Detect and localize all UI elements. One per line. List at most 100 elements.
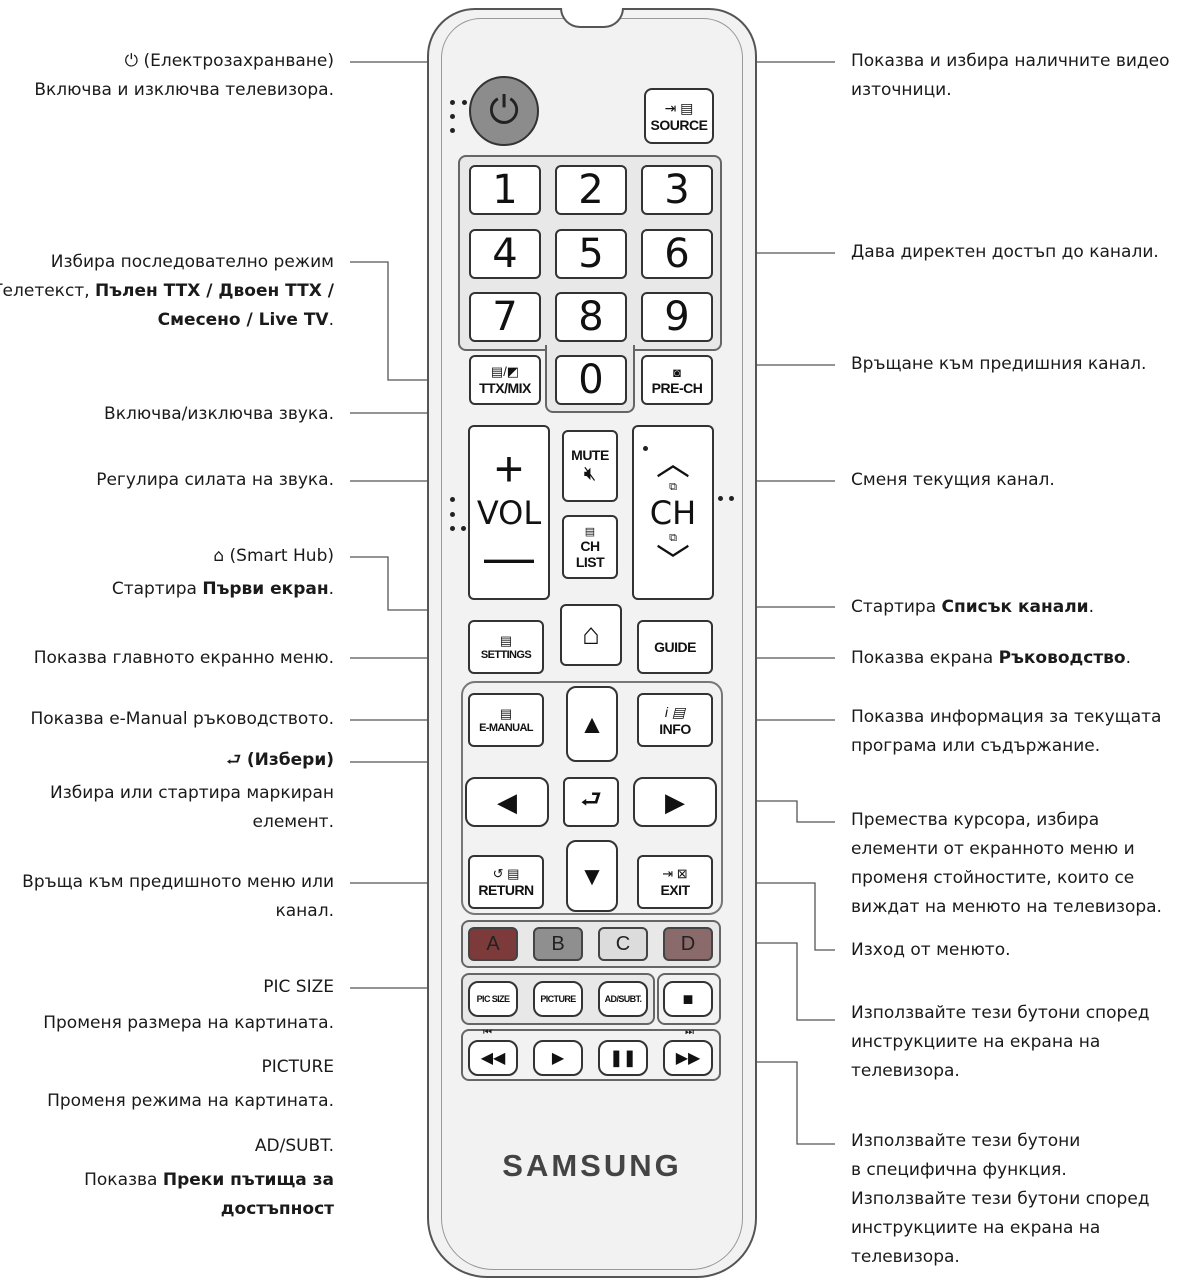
return-desc-1: Връща към предишното меню или <box>22 872 334 892</box>
nav-desc-2: елементи от екранното меню и <box>851 839 1135 859</box>
digit-2-button[interactable]: 2 <box>555 165 627 215</box>
picture-desc: Променя режима на картината. <box>47 1091 334 1111</box>
stop-button[interactable]: ■ <box>663 981 713 1017</box>
digit-0-button[interactable]: 0 <box>555 355 627 405</box>
digit-6-button[interactable]: 6 <box>641 229 713 279</box>
stop-icon: ■ <box>682 988 694 1009</box>
info-desc-1: Показва информация за текущата <box>851 707 1162 727</box>
tactile-dot <box>643 446 648 451</box>
tactile-dot <box>450 497 455 502</box>
mute-button[interactable]: MUTE 🔇︎ <box>562 430 618 502</box>
guide-button[interactable]: GUIDE <box>637 620 713 674</box>
info-button[interactable]: i ▤ INFO <box>637 693 713 747</box>
tactile-dot <box>462 100 467 105</box>
power-button[interactable]: ⏻ <box>469 76 539 146</box>
media-desc-4: инструкциите на екрана на <box>851 1218 1101 1238</box>
color-b-button[interactable]: B <box>533 927 583 961</box>
leader-exit <box>712 882 835 951</box>
enter-icon: ⮐ <box>580 785 602 813</box>
ttx-desc-3: Смесено / Live TV. <box>157 310 334 330</box>
channel-up-icon: ︿ <box>656 444 690 483</box>
ch-down-sub-icon: ⧉ <box>669 531 677 544</box>
digit-1-button[interactable]: 1 <box>469 165 541 215</box>
picsize-desc: Променя размера на картината. <box>43 1013 334 1033</box>
source-button[interactable]: ⇥ ▤ SOURCE <box>644 88 714 144</box>
vol-desc: Регулира силата на звука. <box>96 470 334 490</box>
digit-5-button[interactable]: 5 <box>555 229 627 279</box>
enter-icon: ⮐ <box>226 750 247 770</box>
select-desc-2: елемент. <box>252 812 335 832</box>
fast-forward-button[interactable]: ▶▶ <box>663 1040 713 1076</box>
dpad-down-button[interactable]: ▼ <box>566 840 618 912</box>
color-c-button[interactable]: C <box>598 927 648 961</box>
digit-3-button[interactable]: 3 <box>641 165 713 215</box>
settings-button[interactable]: ▤ SETTINGS <box>468 620 544 674</box>
previous-track-icon: ⏮ <box>483 1027 492 1038</box>
return-button[interactable]: ↺ ▤ RETURN <box>468 855 544 909</box>
picture-title: PICTURE <box>261 1057 334 1077</box>
digit-9-button[interactable]: 9 <box>641 292 713 342</box>
home-button[interactable]: ⌂ <box>560 604 622 666</box>
select-label: ⮐ (Избери) <box>226 750 334 770</box>
color-a-button[interactable]: A <box>468 927 518 961</box>
rewind-icon: ◀◀ <box>480 1050 506 1067</box>
tactile-dot <box>461 526 466 531</box>
ttx-desc-1: Избира последователно режим <box>50 252 334 272</box>
digit-8-button[interactable]: 8 <box>555 292 627 342</box>
color-d-button[interactable]: D <box>663 927 713 961</box>
ad-subt-button[interactable]: AD/SUBT. <box>598 981 648 1017</box>
home-icon: ⌂ <box>581 618 601 651</box>
dpad-right-button[interactable]: ▶ <box>633 777 717 827</box>
rewind-button[interactable]: ◀◀ <box>468 1040 518 1076</box>
arrow-down-icon: ▼ <box>579 860 605 891</box>
teletext-icon: ▤/◩ <box>490 364 520 379</box>
source-desc-1: Показва и избира наличните видео <box>851 51 1170 71</box>
select-desc-1: Избира или стартира маркиран <box>50 783 334 803</box>
play-icon: ▶ <box>551 1050 565 1067</box>
emanual-desc: Показва e-Manual ръководството. <box>30 709 334 729</box>
next-track-icon: ⏭ <box>685 1027 694 1038</box>
dpad-up-button[interactable]: ▲ <box>566 686 618 762</box>
nav-desc-3: променя стойностите, които се <box>851 868 1135 888</box>
e-manual-icon: ▤ <box>499 706 513 721</box>
pause-button[interactable]: ❚❚ <box>598 1040 648 1076</box>
media-desc-1: Използвайте тези бутони <box>851 1131 1081 1151</box>
source-icon: ⇥ ▤ <box>664 99 694 116</box>
picsize-title: PIC SIZE <box>263 977 334 997</box>
volume-down-icon: — <box>484 528 534 585</box>
channel-down-icon: ﹀ <box>656 542 690 581</box>
pic-size-button[interactable]: PIC SIZE <box>468 981 518 1017</box>
dpad-group <box>461 681 723 915</box>
leader-media <box>718 1061 835 1145</box>
arrow-right-icon: ▶ <box>665 786 685 817</box>
media-desc-3: Използвайте тези бутони според <box>851 1189 1150 1209</box>
color-desc-3: телевизора. <box>851 1061 960 1081</box>
power-icon: ⏻ <box>488 89 520 132</box>
digit-4-button[interactable]: 4 <box>469 229 541 279</box>
volume-rocker[interactable]: + VOL — <box>468 425 550 600</box>
dpad-left-button[interactable]: ◀ <box>465 777 549 827</box>
ttx-mix-button[interactable]: ▤/◩ TTX/MIX <box>469 355 541 405</box>
tactile-dot <box>450 526 455 531</box>
return-desc-2: канал. <box>275 901 335 921</box>
exit-button[interactable]: ⇥ ⊠ EXIT <box>637 855 713 909</box>
digit-7-button[interactable]: 7 <box>469 292 541 342</box>
arrow-up-icon: ▲ <box>579 708 605 739</box>
color-desc-2: инструкциите на екрана на <box>851 1032 1101 1052</box>
media-desc-5: телевизора. <box>851 1247 960 1267</box>
exit-desc: Изход от менюто. <box>851 940 1011 960</box>
channel-rocker[interactable]: ︿ ⧉ CH ⧉ ﹀ <box>632 425 714 600</box>
play-button[interactable]: ▶ <box>533 1040 583 1076</box>
tactile-dot <box>729 496 734 501</box>
power-desc: Включва и изключва телевизора. <box>34 80 334 100</box>
picture-button[interactable]: PICTURE <box>533 981 583 1017</box>
tactile-dot <box>450 100 455 105</box>
chlist-desc: Стартира Списък канали. <box>851 597 1094 617</box>
tactile-dot <box>450 128 455 133</box>
tactile-dot <box>718 496 723 501</box>
pre-ch-button[interactable]: ◙ PRE-CH <box>641 355 713 405</box>
tactile-dot <box>450 512 455 517</box>
e-manual-button[interactable]: ▤ E-MANUAL <box>468 693 544 747</box>
ch-list-button[interactable]: ▤ CH LIST <box>562 515 618 579</box>
enter-button[interactable]: ⮐ <box>563 777 619 827</box>
